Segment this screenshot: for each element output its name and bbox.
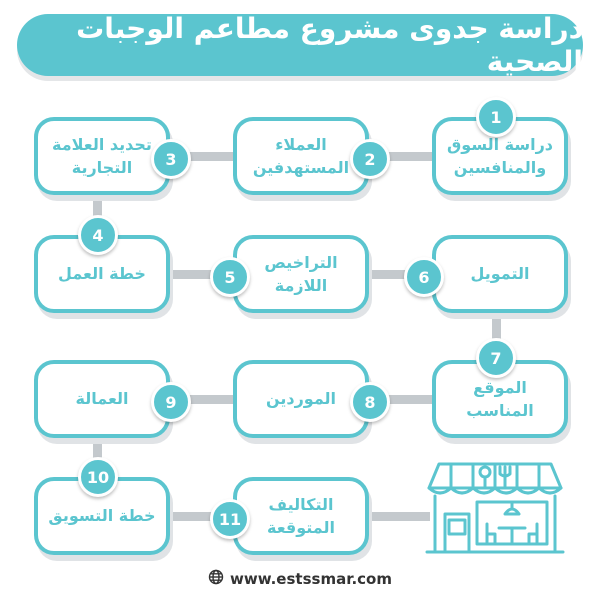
- title-banner: دراسة جدوى مشروع مطاعم الوجبات الصحية: [17, 12, 583, 78]
- step-label: دراسة السوق والمنافسين: [446, 134, 554, 177]
- step-card-2: العملاء المستهدفين: [233, 117, 369, 195]
- step-card-5: التراخيص اللازمة: [233, 235, 369, 313]
- step-card-11: التكاليف المتوقعة: [233, 477, 369, 555]
- step-badge-2: 2: [350, 139, 390, 179]
- step-label: خطة العمل: [58, 264, 146, 284]
- page-title: دراسة جدوى مشروع مطاعم الوجبات الصحية: [76, 12, 583, 78]
- step-badge-10: 10: [78, 457, 118, 497]
- step-badge-11: 11: [210, 499, 250, 539]
- connector-7-8: [360, 395, 440, 404]
- connector-6-7: [492, 312, 501, 357]
- connector-4-5: [160, 270, 240, 279]
- website-url: www.estssmar.com: [230, 570, 392, 588]
- step-card-9: العمالة: [34, 360, 170, 438]
- step-label: التراخيص اللازمة: [264, 252, 338, 295]
- step-label: تحديد العلامة التجارية: [52, 134, 152, 177]
- connector-1-2: [360, 152, 440, 161]
- step-badge-1: 1: [476, 97, 516, 137]
- step-badge-6: 6: [404, 257, 444, 297]
- connector-8-9: [160, 395, 240, 404]
- step-label: الموردين: [265, 389, 337, 409]
- step-badge-9: 9: [151, 382, 191, 422]
- globe-icon: [208, 569, 224, 589]
- step-label: الموقع المناسب: [466, 377, 534, 420]
- step-badge-7: 7: [476, 338, 516, 378]
- step-card-3: تحديد العلامة التجارية: [34, 117, 170, 195]
- step-badge-8: 8: [350, 382, 390, 422]
- step-badge-4: 4: [78, 215, 118, 255]
- step-label: خطة التسويق: [48, 506, 156, 526]
- step-badge-5: 5: [210, 257, 250, 297]
- connector-10-11: [160, 512, 240, 521]
- step-badge-3: 3: [151, 139, 191, 179]
- footer: www.estssmar.com: [0, 567, 600, 591]
- step-card-8: الموردين: [233, 360, 369, 438]
- step-card-6: التمويل: [432, 235, 568, 313]
- restaurant-storefront-icon: [425, 458, 565, 558]
- step-label: التمويل: [470, 264, 530, 284]
- step-label: العملاء المستهدفين: [252, 134, 350, 177]
- connector-11-shop: [360, 512, 430, 521]
- step-label: التكاليف المتوقعة: [267, 494, 335, 537]
- step-label: العمالة: [75, 389, 129, 409]
- connector-5-6: [360, 270, 440, 279]
- connector-2-3: [160, 152, 240, 161]
